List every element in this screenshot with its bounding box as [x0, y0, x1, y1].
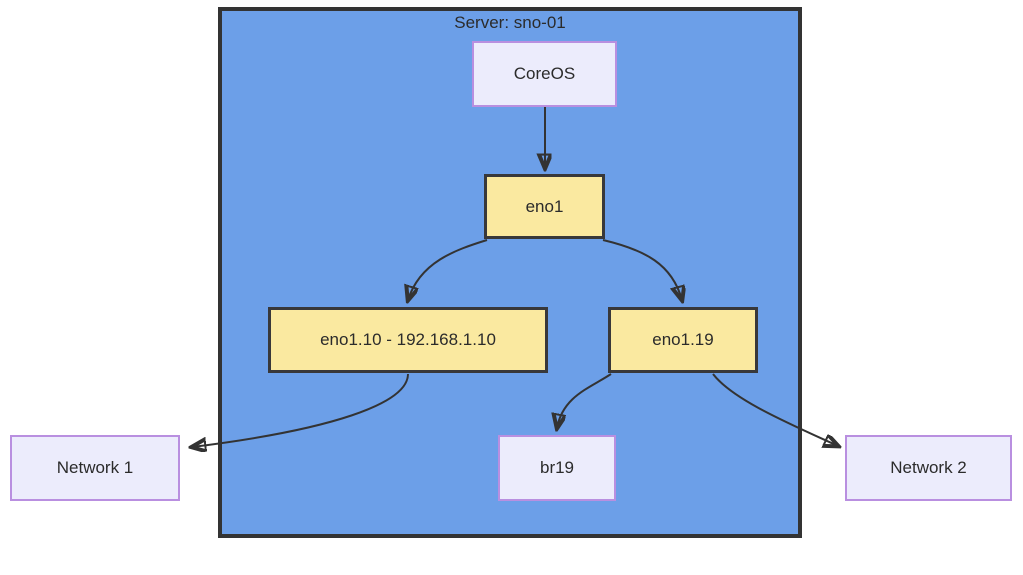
node-network-1[interactable]: Network 1 — [10, 435, 180, 501]
node-eno1[interactable]: eno1 — [484, 174, 605, 239]
node-eno1-19-label: eno1.19 — [652, 330, 714, 349]
node-eno1-label: eno1 — [525, 196, 564, 216]
node-eno1-10[interactable]: eno1.10 - 192.168.1.10 — [268, 307, 548, 373]
node-coreos-label: CoreOS — [513, 64, 576, 83]
server-container-label: Server: sno-01 — [454, 13, 566, 32]
node-network-1-label: Network 1 — [56, 458, 134, 477]
node-network-2[interactable]: Network 2 — [845, 435, 1012, 501]
node-br19[interactable]: br19 — [498, 435, 616, 501]
node-br19-label: br19 — [539, 458, 575, 477]
node-eno1-19[interactable]: eno1.19 — [608, 307, 758, 373]
node-network-2-label: Network 2 — [890, 458, 967, 477]
node-coreos[interactable]: CoreOS — [472, 41, 617, 107]
node-eno1-10-label: eno1.10 - 192.168.1.10 — [320, 330, 496, 349]
